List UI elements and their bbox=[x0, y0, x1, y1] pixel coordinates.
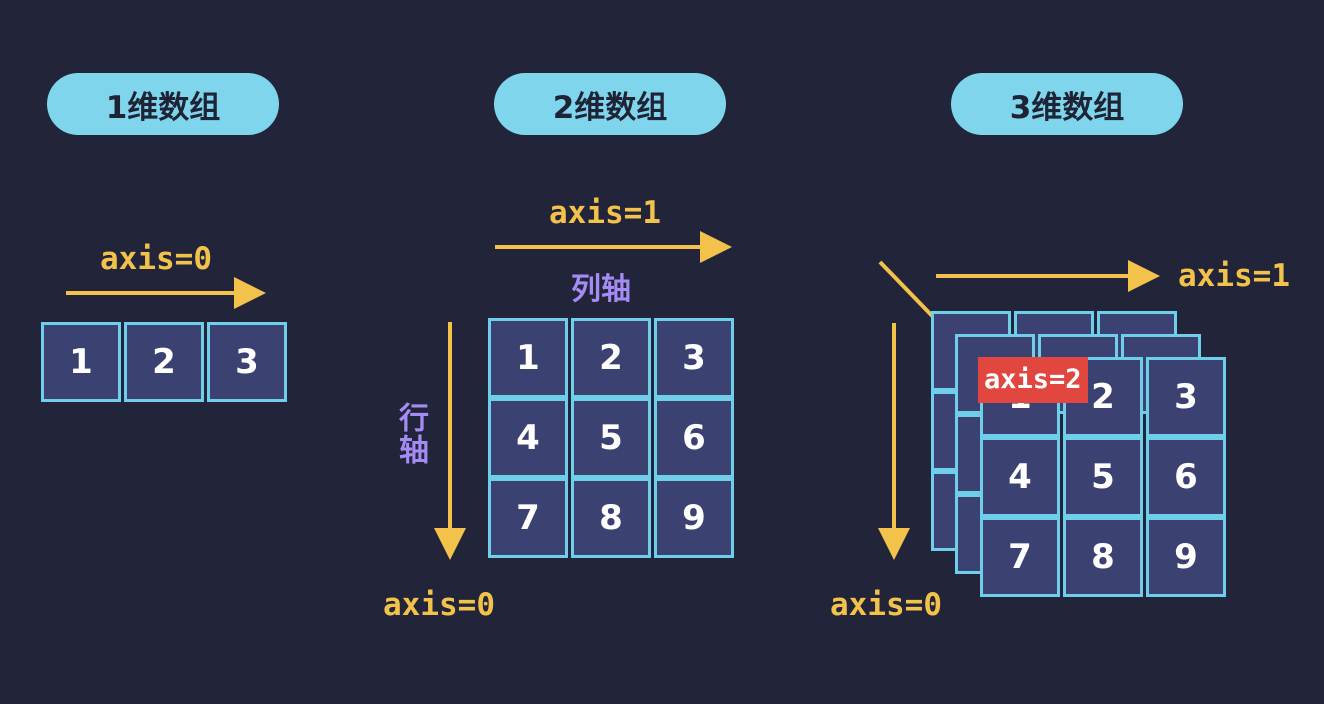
three-d-cell: 7 bbox=[980, 517, 1060, 597]
three-d-axis1-label: axis=1 bbox=[1178, 258, 1290, 294]
one-d-cell: 3 bbox=[207, 322, 287, 402]
three-d-cell: 5 bbox=[1063, 437, 1143, 517]
two-d-axis1-label: axis=1 bbox=[549, 195, 661, 231]
one-d-cell: 2 bbox=[124, 322, 204, 402]
two-d-cell: 7 bbox=[488, 478, 568, 558]
two-d-cell: 1 bbox=[488, 318, 568, 398]
two-d-column-axis-name: 列轴 bbox=[571, 272, 631, 307]
three-d-axis0-label: axis=0 bbox=[830, 587, 942, 623]
three-d-cell: 6 bbox=[1146, 437, 1226, 517]
three-d-cell: 4 bbox=[980, 437, 1060, 517]
two-d-cell: 4 bbox=[488, 398, 568, 478]
two-d-title: 2维数组 bbox=[494, 73, 726, 135]
two-d-cell: 6 bbox=[654, 398, 734, 478]
two-d-cell: 2 bbox=[571, 318, 651, 398]
one-d-cell: 1 bbox=[41, 322, 121, 402]
two-d-cell: 8 bbox=[571, 478, 651, 558]
three-d-cell: 9 bbox=[1146, 517, 1226, 597]
two-d-row-axis-name: 行轴 bbox=[393, 402, 428, 466]
three-d-axis2-badge: axis=2 bbox=[978, 357, 1088, 403]
three-d-cell: 3 bbox=[1146, 357, 1226, 437]
one-d-title: 1维数组 bbox=[47, 73, 279, 135]
three-d-cell: 8 bbox=[1063, 517, 1143, 597]
two-d-cell: 3 bbox=[654, 318, 734, 398]
one-d-axis0-label: axis=0 bbox=[100, 241, 212, 277]
two-d-cell: 5 bbox=[571, 398, 651, 478]
two-d-axis0-label: axis=0 bbox=[383, 587, 495, 623]
three-d-title: 3维数组 bbox=[951, 73, 1183, 135]
two-d-cell: 9 bbox=[654, 478, 734, 558]
